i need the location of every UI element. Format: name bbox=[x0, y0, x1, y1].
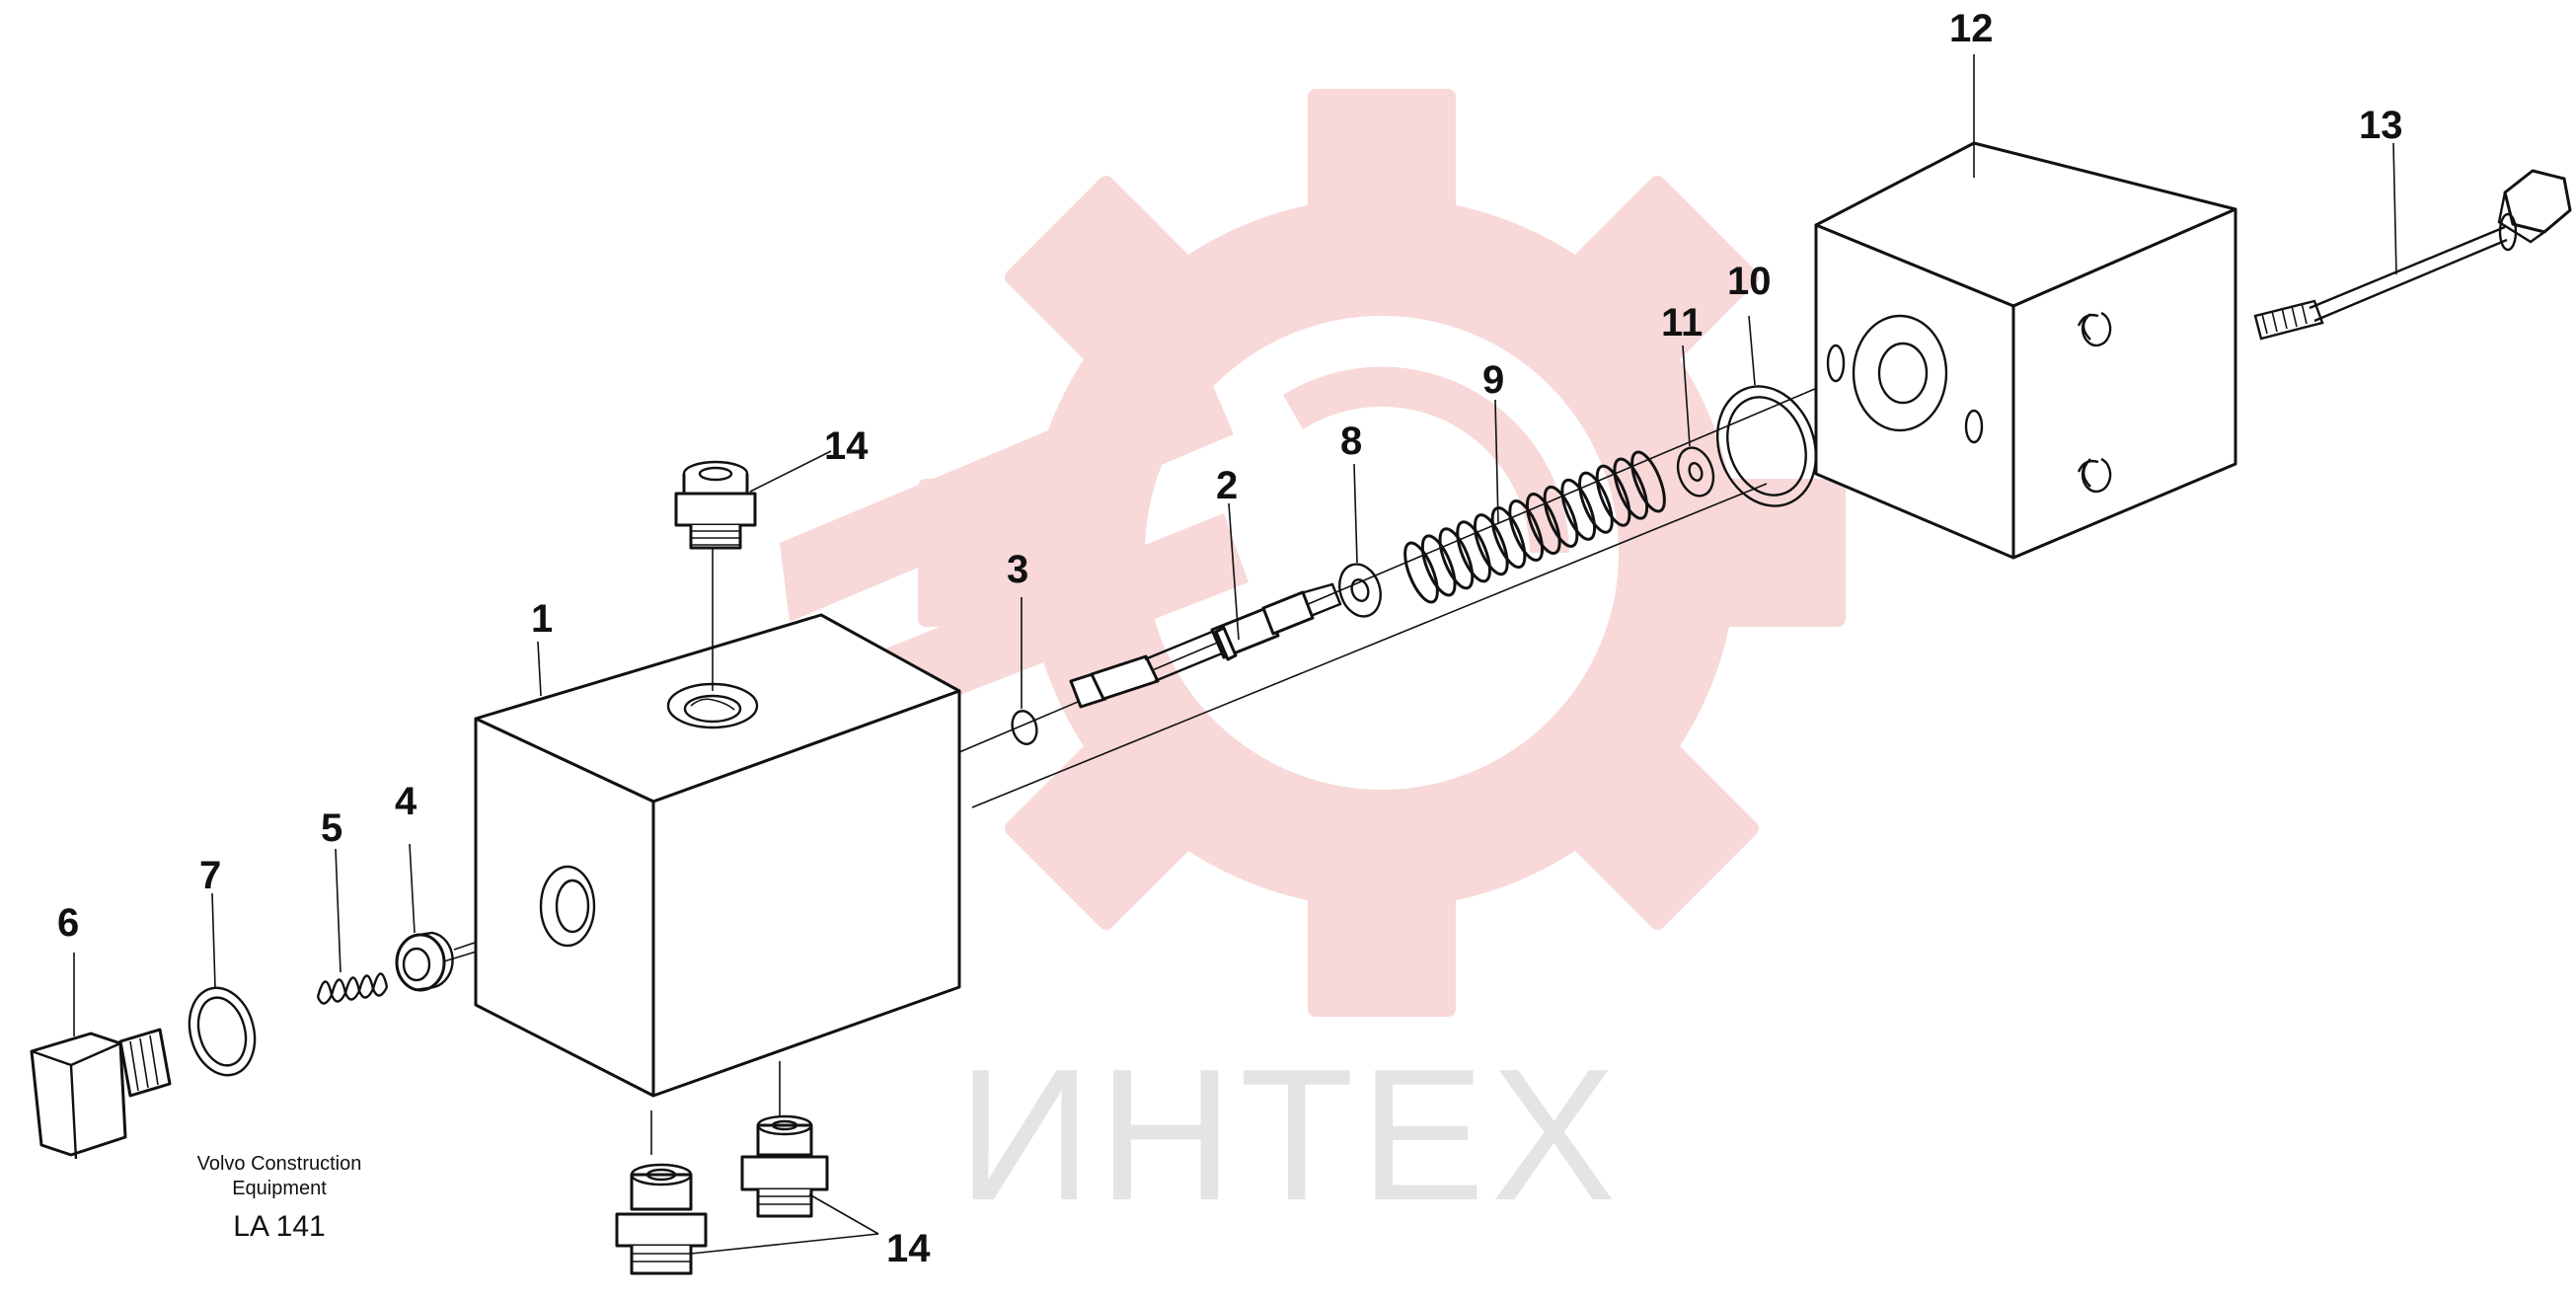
callout-1: 1 bbox=[531, 597, 553, 641]
credit-line-2: Equipment bbox=[232, 1178, 327, 1199]
fitting-bottom-left bbox=[615, 1163, 708, 1275]
callout-13: 13 bbox=[2359, 104, 2403, 147]
figure-code: LA 141 bbox=[233, 1210, 325, 1243]
valve-spool bbox=[1069, 582, 1342, 709]
callout-10: 10 bbox=[1727, 260, 1772, 303]
spring-coil bbox=[1508, 498, 1545, 563]
sealing-ring-large bbox=[1715, 385, 1818, 507]
valve-end-cap-block bbox=[1814, 141, 2237, 560]
spring-coil bbox=[1403, 541, 1439, 604]
leader-lines bbox=[73, 54, 2397, 1255]
check-spring bbox=[316, 972, 389, 1005]
fitting-bottom-right bbox=[740, 1114, 829, 1218]
callout-12: 12 bbox=[1949, 7, 1994, 50]
through-bolt bbox=[2253, 169, 2572, 341]
spring-seat-washer bbox=[1338, 563, 1382, 618]
callout-7: 7 bbox=[199, 854, 221, 897]
compression-spring bbox=[1403, 450, 1666, 604]
washer-small bbox=[1676, 446, 1715, 497]
callout-9: 9 bbox=[1482, 358, 1504, 402]
o-ring-small bbox=[1011, 710, 1038, 745]
spring-coil bbox=[1630, 450, 1666, 513]
callout-2: 2 bbox=[1216, 464, 1238, 507]
fitting-top bbox=[674, 460, 757, 550]
plug-seal-ring bbox=[188, 986, 257, 1077]
spring-coil bbox=[1543, 485, 1579, 548]
hex-plug bbox=[30, 1028, 172, 1160]
spring-coil bbox=[1560, 478, 1597, 541]
spring-coil bbox=[1613, 457, 1649, 520]
callout-14-bottom: 14 bbox=[886, 1227, 931, 1270]
spring-coil bbox=[1525, 492, 1561, 556]
spring-coil bbox=[1438, 527, 1475, 590]
valve-seat-bushing bbox=[395, 931, 454, 992]
watermark-text: ИНТЕХ bbox=[957, 1031, 1622, 1240]
spring-coil bbox=[1456, 520, 1491, 583]
spring-coil bbox=[1595, 464, 1631, 527]
figure-credit: Volvo Construction Equipment LA 141 bbox=[197, 1153, 362, 1243]
credit-line-1: Volvo Construction bbox=[197, 1153, 362, 1175]
callout-6: 6 bbox=[57, 901, 79, 945]
callout-3: 3 bbox=[1007, 548, 1028, 591]
spring-coil bbox=[1578, 471, 1614, 534]
callout-5: 5 bbox=[321, 806, 342, 850]
callout-11: 11 bbox=[1661, 301, 1703, 344]
spring-coil bbox=[1473, 513, 1509, 576]
watermark-gear-logo bbox=[780, 89, 1846, 1017]
callout-8: 8 bbox=[1340, 420, 1362, 463]
spring-coil bbox=[1490, 506, 1527, 570]
spring-coil bbox=[1420, 534, 1457, 597]
callout-14-top: 14 bbox=[824, 424, 869, 468]
valve-body-block bbox=[474, 538, 961, 1155]
callout-4: 4 bbox=[395, 780, 417, 823]
part-callouts: 1 2 3 4 5 6 7 8 9 10 11 12 13 14 14 bbox=[57, 7, 2403, 1270]
